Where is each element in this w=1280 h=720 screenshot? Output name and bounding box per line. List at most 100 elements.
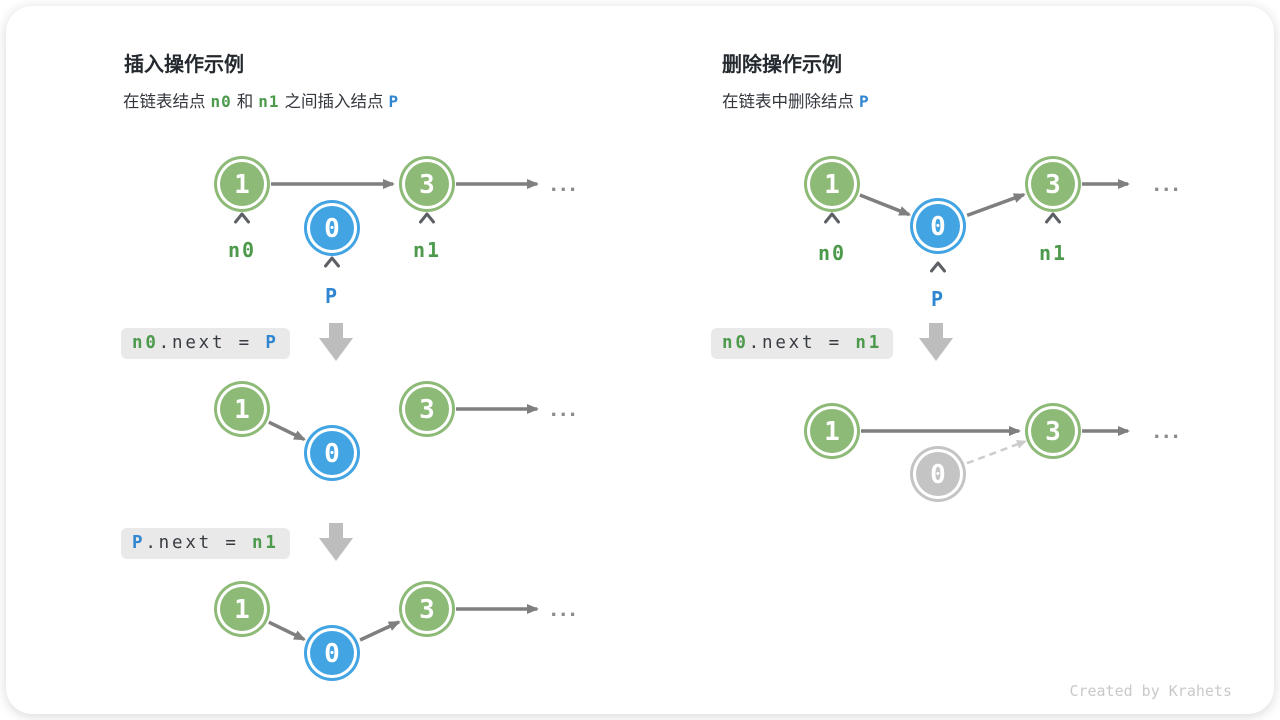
insert-diagram-step2: ... 1 0 3	[214, 581, 578, 681]
delete-subtitle-text-1: 在链表中删除结点	[722, 93, 854, 111]
code-rhs: n1	[855, 333, 883, 353]
insert-diagram-step1: ... 1 0 3	[214, 381, 578, 481]
node-value: 3	[1045, 170, 1061, 200]
delete-subtitle-p-token: P	[859, 92, 870, 111]
node-1: 1	[804, 156, 860, 212]
node-p: 0	[304, 200, 360, 256]
ellipsis: ...	[548, 599, 576, 621]
node-value: 0	[930, 212, 946, 242]
node-core	[405, 162, 449, 206]
next-pointer-arrow	[859, 193, 912, 217]
delete-diagram-initial: ... 1 0 3 n0 n1 P	[804, 156, 1181, 311]
node-value: 0	[930, 460, 946, 490]
code-mid: .next =	[158, 333, 266, 353]
p-label: P	[325, 284, 339, 308]
delete-diagram-result: ... 1 0 3	[804, 403, 1181, 502]
node-value: 1	[234, 170, 250, 200]
node-core	[310, 431, 354, 475]
down-arrow-shape	[319, 323, 353, 361]
step-down-arrow-icon	[319, 323, 353, 361]
node-core	[916, 452, 960, 496]
pointer-caret-icon	[824, 212, 840, 224]
node-core	[220, 387, 264, 431]
node-p: 0	[304, 625, 360, 681]
delete-title: 删除操作示例	[722, 54, 842, 76]
node-1: 1	[804, 403, 860, 459]
node-value: 3	[419, 170, 435, 200]
node-value: 1	[234, 395, 250, 425]
pointer-caret-icon	[419, 212, 435, 224]
node-3: 3	[399, 381, 455, 437]
step-down-arrow-icon	[319, 523, 353, 561]
delete-code-step1: n0.next = n1	[711, 328, 894, 359]
code-mid: .next =	[145, 533, 253, 553]
code-lhs: n0	[722, 333, 749, 353]
node-value: 3	[419, 595, 435, 625]
node-value: 1	[234, 595, 250, 625]
ellipsis: ...	[1151, 421, 1179, 443]
next-pointer-arrow	[966, 192, 1026, 218]
code-rhs: P	[265, 333, 279, 353]
node-value: 0	[324, 639, 340, 669]
node-3: 3	[399, 581, 455, 637]
node-value: 3	[1045, 417, 1061, 447]
insert-subtitle-p-token: P	[388, 92, 400, 111]
down-arrow-shape	[919, 323, 953, 361]
node-value: 1	[824, 417, 840, 447]
node-core	[405, 587, 449, 631]
n0-label: n0	[228, 238, 256, 262]
code-rhs: n1	[252, 533, 279, 553]
node-core	[405, 387, 449, 431]
code-lhs: n0	[132, 333, 159, 353]
insert-subtitle-text-1: 在链表结点	[123, 93, 206, 111]
insert-diagram-initial: ... 1 3 0 n0 n1 P	[214, 156, 578, 308]
ellipsis: ...	[548, 174, 576, 196]
node-core	[810, 162, 854, 206]
code-lhs: P	[132, 533, 146, 553]
node-core	[220, 587, 264, 631]
node-value: 3	[419, 395, 435, 425]
insert-code-step2: P.next = n1	[121, 528, 290, 559]
node-core	[1031, 162, 1075, 206]
n1-label: n1	[413, 238, 441, 262]
p-label: P	[931, 287, 945, 311]
insert-subtitle-text-3: 之间插入结点	[284, 93, 384, 111]
n0-label: n0	[818, 241, 846, 265]
node-1: 1	[214, 581, 270, 637]
removed-pointer-dashed-arrow	[966, 440, 1027, 465]
node-1: 1	[214, 381, 270, 437]
n1-label: n1	[1039, 241, 1067, 265]
node-1: 1	[214, 156, 270, 212]
node-p: 0	[910, 198, 966, 254]
node-p-removed: 0	[910, 446, 966, 502]
node-core	[310, 206, 354, 250]
node-core	[916, 204, 960, 248]
ellipsis: ...	[548, 399, 576, 421]
node-value: 1	[824, 170, 840, 200]
node-3: 3	[1025, 403, 1081, 459]
delete-subtitle: 在链表中删除结点 P	[722, 88, 875, 112]
insert-subtitle-n0-token: n0	[210, 92, 232, 111]
pointer-caret-icon	[234, 212, 250, 224]
step-down-arrow-icon	[919, 323, 953, 361]
insert-title: 插入操作示例	[124, 54, 244, 76]
next-pointer-arrow	[359, 620, 401, 642]
node-core	[220, 162, 264, 206]
node-value: 0	[324, 214, 340, 244]
pointer-caret-icon	[1045, 212, 1061, 224]
code-mid: .next =	[748, 333, 856, 353]
node-value: 0	[324, 439, 340, 469]
ellipsis: ...	[1151, 174, 1179, 196]
down-arrow-shape	[319, 523, 353, 561]
next-pointer-arrow	[268, 420, 306, 441]
insert-subtitle-text-2: 和	[236, 93, 254, 111]
node-p: 0	[304, 425, 360, 481]
node-3: 3	[399, 156, 455, 212]
node-core	[310, 631, 354, 675]
credit-text: Created by Krahets	[1069, 682, 1232, 700]
node-core	[810, 409, 854, 453]
node-3: 3	[1025, 156, 1081, 212]
pointer-caret-icon	[324, 256, 340, 268]
